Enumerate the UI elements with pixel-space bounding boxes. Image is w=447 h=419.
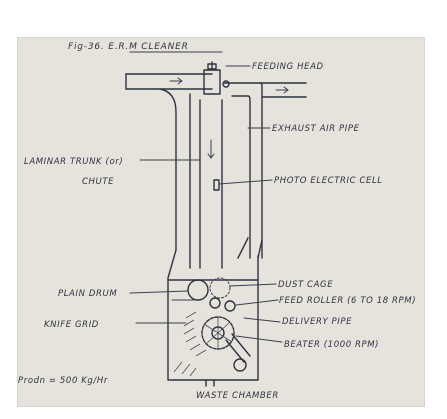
down-arrow-icon	[207, 139, 215, 159]
label-exhaust-air-pipe: EXHAUST AIR PIPE	[272, 124, 360, 134]
waste-chamber	[173, 361, 215, 387]
label-chute: CHUTE	[82, 177, 114, 187]
figure-title: Fig-36. E.R.M CLEANER	[68, 42, 189, 52]
exhaust-air-pipe	[223, 82, 307, 259]
label-knife-grid: KNIFE GRID	[44, 320, 99, 330]
label-production: Prodn = 500 Kg/Hr	[18, 376, 108, 386]
leader-lines	[129, 65, 283, 343]
top-feed-pipe	[125, 73, 213, 90]
label-laminar-trunk: LAMINAR TRUNK (or)	[24, 157, 123, 167]
label-waste-chamber: WASTE CHAMBER	[196, 391, 279, 401]
delivery-pipe	[225, 333, 251, 372]
laminar-trunk-chute	[159, 88, 223, 269]
label-dust-cage: DUST CAGE	[278, 280, 333, 290]
photo-electric-cell	[213, 179, 220, 191]
exhaust-flow-arrow-icon	[275, 86, 289, 94]
beater	[201, 316, 235, 350]
label-feeding-head: FEEDING HEAD	[252, 62, 324, 72]
label-photo-electric-cell: PHOTO ELECTRIC CELL	[274, 176, 383, 186]
label-beater: BEATER (1000 RPM)	[284, 340, 379, 350]
label-delivery-pipe: DELIVERY PIPE	[282, 317, 352, 327]
paper-sheet	[17, 37, 425, 407]
feeding-head	[203, 61, 230, 95]
dust-cage	[209, 277, 231, 299]
label-plain-drum: PLAIN DRUM	[58, 289, 117, 299]
label-feed-roller: FEED ROLLER (6 TO 18 RPM)	[279, 296, 416, 306]
plain-drum	[187, 279, 209, 301]
flow-arrow-icon	[169, 77, 183, 85]
feed-roller	[209, 297, 236, 312]
knife-grid	[183, 311, 207, 357]
